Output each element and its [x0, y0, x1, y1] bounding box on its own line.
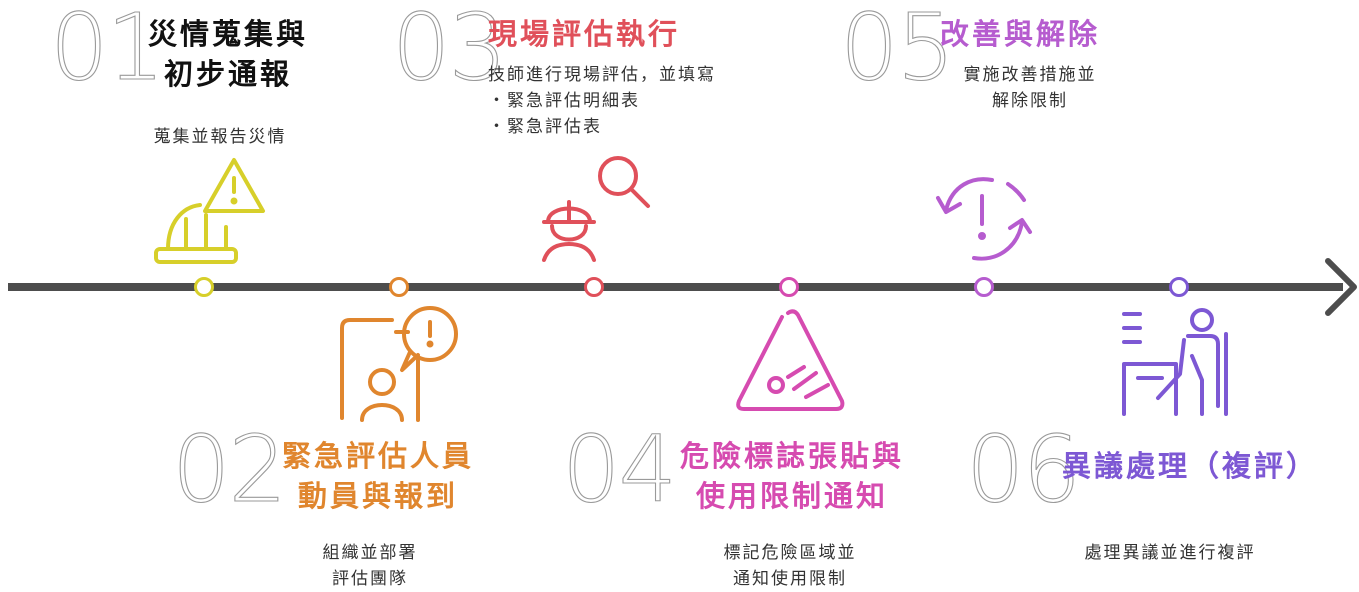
step-4-title-line1: 危險標誌張貼與	[679, 439, 904, 473]
step-4-title-line2: 使用限制通知	[695, 479, 888, 513]
step-1-desc: 蒐集並報告災情	[153, 127, 287, 147]
danger-triangle-icon	[736, 309, 845, 411]
step-3-form-list: 緊急評估明細表 緊急評估表	[488, 88, 808, 140]
step-3-desc-line1: 技師進行現場評估，並填寫	[488, 65, 716, 85]
step-6-desc: 處理異議並進行複評	[1084, 543, 1256, 563]
step-1-number: 01	[49, 0, 165, 101]
list-item: 緊急評估表	[488, 114, 808, 140]
step-5-desc: 實施改善措施並 解除限制	[930, 62, 1130, 114]
step-2-desc: 組織並部署 評估團隊	[270, 540, 470, 592]
step-5-desc-line1: 實施改善措施並	[963, 65, 1097, 85]
step-1-title-line2: 初步通報	[163, 57, 292, 91]
step-5-desc-line2: 解除限制	[992, 91, 1068, 111]
timeline-node-2	[389, 277, 409, 297]
timeline-line	[8, 283, 1343, 291]
person-phone-alert-icon	[340, 306, 458, 422]
step-4-desc-line1: 標記危險區域並	[723, 543, 857, 563]
step-1-title-line1: 災情蒐集與	[147, 17, 308, 51]
step-3-desc: 技師進行現場評估，並填寫 緊急評估明細表 緊急評估表	[488, 62, 808, 140]
desk-worker-icon	[1122, 308, 1228, 416]
step-5-number: 05	[839, 0, 955, 101]
step-4-desc: 標記危險區域並 通知使用限制	[680, 540, 900, 592]
timeline-node-6	[1169, 277, 1189, 297]
engineer-search-icon	[542, 156, 650, 262]
step-2-title-line2: 動員與報到	[297, 479, 458, 513]
timeline-node-5	[974, 277, 994, 297]
helmet-warning-icon	[154, 158, 265, 264]
step-4-number: 04	[561, 416, 677, 523]
step-6-number: 06	[965, 416, 1081, 523]
timeline-node-1	[194, 277, 214, 297]
timeline-node-3	[584, 277, 604, 297]
timeline-node-4	[779, 277, 799, 297]
step-4-desc-line2: 通知使用限制	[733, 569, 847, 589]
step-2-title: 緊急評估人員 動員與報到	[258, 436, 498, 516]
step-4-title: 危險標誌張貼與 使用限制通知	[656, 436, 928, 516]
cycle-alert-icon	[936, 177, 1032, 261]
step-1-title: 災情蒐集與 初步通報	[128, 14, 328, 94]
list-item: 緊急評估明細表	[488, 88, 808, 114]
step-3-title: 現場評估執行	[488, 17, 681, 51]
timeline-arrowhead-icon	[1325, 258, 1357, 316]
step-5-title: 改善與解除	[940, 17, 1101, 51]
step-6-title: 異議處理（複評）	[1062, 449, 1319, 483]
step-2-number: 02	[171, 416, 287, 523]
step-2-desc-line1: 組織並部署	[322, 543, 418, 563]
step-2-desc-line2: 評估團隊	[332, 569, 408, 589]
step-3-number: 03	[391, 0, 507, 101]
step-2-title-line1: 緊急評估人員	[281, 439, 474, 473]
